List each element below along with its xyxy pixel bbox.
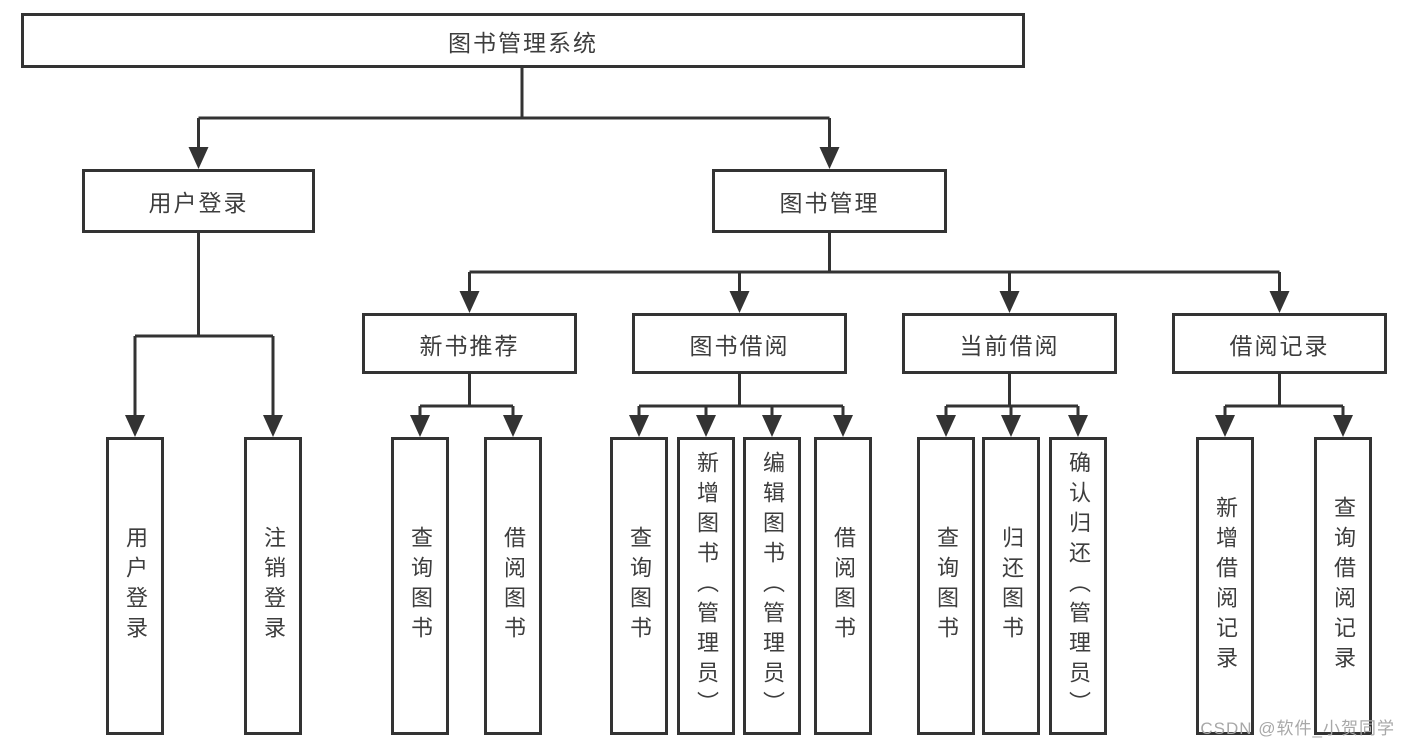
leaf-borrow-books: 借阅图书 [814,437,872,735]
leaf-logout-login: 注销登录 [244,437,302,735]
node-book-management: 图书管理 [712,169,947,233]
leaf-edit-book-admin: 编辑图书（管理员） [743,437,801,735]
node-current-borrow: 当前借阅 [902,313,1117,374]
leaf-add-book-admin: 新增图书（管理员） [677,437,735,735]
node-user-login: 用户登录 [82,169,315,233]
node-new-book-recommend: 新书推荐 [362,313,577,374]
watermark: CSDN @软件_小贺同学 [1200,719,1395,738]
leaf-user-login: 用户登录 [106,437,164,735]
leaf-query-books-recommend: 查询图书 [391,437,449,735]
leaf-query-borrow-record: 查询借阅记录 [1314,437,1372,735]
leaf-return-books: 归还图书 [982,437,1040,735]
leaf-add-borrow-record: 新增借阅记录 [1196,437,1254,735]
leaf-query-books-borrow: 查询图书 [610,437,668,735]
leaf-borrow-books-recommend: 借阅图书 [484,437,542,735]
node-library-system: 图书管理系统 [21,13,1025,68]
node-book-borrow: 图书借阅 [632,313,847,374]
leaf-confirm-return-admin: 确认归还（管理员） [1049,437,1107,735]
leaf-query-books-current: 查询图书 [917,437,975,735]
node-borrow-records: 借阅记录 [1172,313,1387,374]
